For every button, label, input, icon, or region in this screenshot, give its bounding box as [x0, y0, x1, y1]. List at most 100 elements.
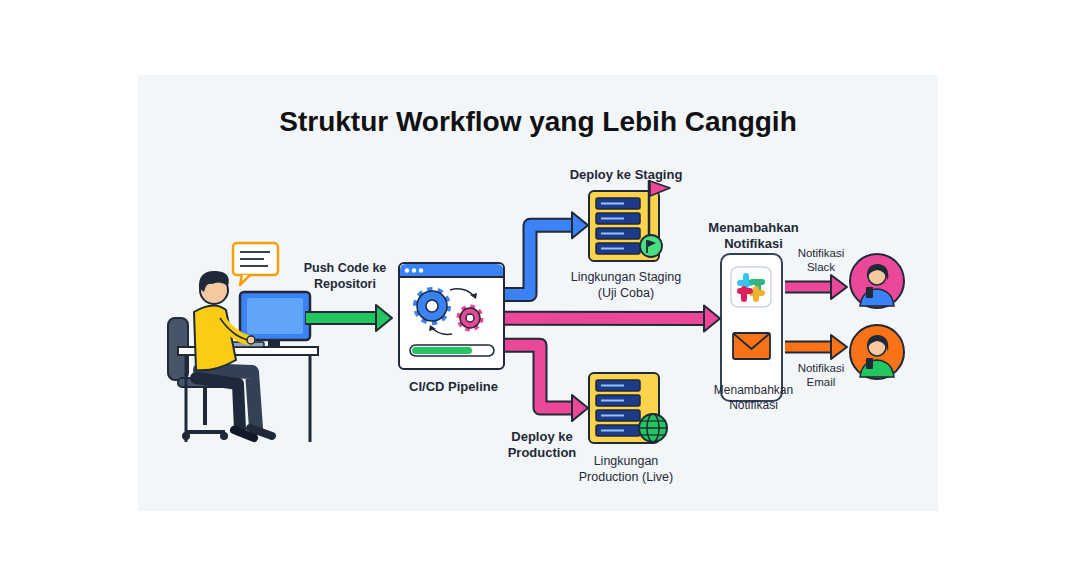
- server-icon: [601, 385, 624, 387]
- pipeline-window: [417, 291, 447, 321]
- pipeline-box: CI/CD Pipeline: [398, 262, 505, 370]
- developer-illustration: [247, 336, 255, 344]
- slack-arrow: [831, 275, 847, 299]
- arrow-label: Push Code ke Repositori: [298, 261, 392, 292]
- slack-icon: [737, 280, 753, 286]
- slack-icon: [743, 273, 749, 289]
- push-arrow: [376, 305, 392, 331]
- server-icon: [646, 240, 648, 253]
- server-icon: [601, 248, 624, 250]
- developer-illustration: [220, 318, 248, 340]
- server-icon: [596, 198, 640, 209]
- server-box: Deploy ke StagingLingkungan Staging (Uji…: [588, 190, 660, 262]
- pipeline-window: [470, 293, 477, 299]
- developer-illustration: [168, 243, 318, 442]
- arrow-head: [572, 395, 588, 421]
- pipeline-window: [432, 328, 452, 334]
- arrow-label: Notifikasi Slack: [790, 246, 852, 275]
- notification-panel: Menambahkan NotifikasiMenambahkan Notifi…: [720, 253, 783, 402]
- email-icon: [734, 334, 769, 349]
- slack-icon: [731, 267, 771, 307]
- slack-arrow: [785, 281, 832, 294]
- developer-illustration: [309, 355, 312, 442]
- server-icon: [641, 420, 665, 421]
- arrow-outline: [505, 311, 706, 326]
- slack-icon: [749, 290, 765, 296]
- pipeline-window: [412, 268, 416, 272]
- flow-arrow: [505, 306, 720, 332]
- developer-illustration: [200, 276, 228, 304]
- server-icon: [639, 414, 667, 442]
- push-arrow: [306, 313, 379, 323]
- server-icon: [601, 400, 624, 402]
- developer-illustration: [168, 318, 188, 380]
- developer-illustration: [268, 340, 280, 347]
- developer-illustration: [233, 243, 278, 275]
- slack-icon: [755, 279, 761, 295]
- developer-illustration: [194, 305, 236, 370]
- recipient-avatar: [867, 335, 888, 351]
- server-icon: [601, 203, 624, 205]
- diagram-title: Struktur Workflow yang Lebih Canggih: [0, 104, 1076, 139]
- developer-illustration: [247, 298, 303, 334]
- server-icon: [596, 395, 640, 406]
- push-arrow: [305, 311, 378, 325]
- email-arrow: [785, 341, 832, 354]
- server-icon: [596, 228, 640, 239]
- server-icon: [601, 430, 624, 432]
- server-icon: [648, 180, 651, 236]
- pipeline-window: [399, 276, 504, 278]
- developer-illustration: [240, 258, 264, 260]
- pipeline-window: [410, 345, 494, 356]
- email-icon: [733, 333, 770, 359]
- slack-icon: [737, 288, 753, 294]
- server-icon: [596, 425, 640, 436]
- recipient-avatar: [866, 287, 873, 298]
- email-icon: [733, 333, 770, 359]
- developer-illustration: [185, 430, 225, 434]
- developer-illustration: [203, 387, 207, 425]
- server-icon: [648, 240, 656, 247]
- recipient-avatar: [850, 325, 904, 379]
- server-icon: [601, 218, 624, 220]
- arrow-head: [572, 212, 588, 238]
- server-icon: [596, 243, 640, 254]
- slack-arrow: [785, 275, 847, 299]
- server-icon: [601, 415, 624, 417]
- flow-arrow: [505, 212, 588, 294]
- developer-illustration: [178, 347, 318, 355]
- recipient-avatar: [868, 338, 886, 356]
- developer-illustration: [250, 428, 272, 436]
- pipeline-window: [405, 268, 409, 272]
- slack-icon: [741, 286, 747, 302]
- server-icon: [596, 180, 670, 257]
- recipient-avatar: [866, 358, 873, 369]
- push-arrow: [305, 305, 392, 331]
- node-heading: Menambahkan Notifikasi: [700, 220, 807, 253]
- developer-illustration: [199, 271, 229, 292]
- pipeline-window: [450, 289, 474, 296]
- slack-icon: [749, 279, 765, 285]
- server-icon: [596, 380, 640, 391]
- server-icon: [596, 213, 640, 224]
- email-arrow: [785, 343, 833, 352]
- developer-illustration: [234, 430, 254, 438]
- node-caption: Lingkungan Production (Live): [571, 454, 681, 485]
- developer-illustration: [240, 265, 268, 267]
- pipeline-window: [466, 314, 474, 322]
- developer-illustration: [240, 275, 250, 285]
- server-icon: [639, 427, 667, 429]
- recipient-avatar: [850, 254, 904, 308]
- developer-illustration: [240, 292, 310, 340]
- slack-icon: [753, 286, 759, 302]
- pipeline-window: [460, 308, 480, 328]
- email-arrow: [785, 335, 847, 359]
- server-icon: [650, 181, 670, 196]
- arrow-body: [505, 345, 574, 408]
- arrow-outline: [505, 225, 574, 294]
- arrow-label: Notifikasi Email: [790, 361, 852, 390]
- slack-arrow: [785, 283, 833, 292]
